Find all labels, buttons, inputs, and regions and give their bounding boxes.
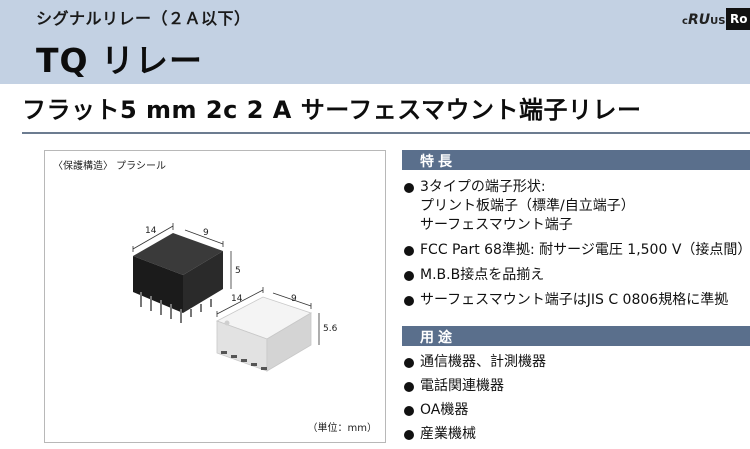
bullet-icon [404, 430, 414, 440]
use-label: 通信機器、計測機器 [420, 354, 546, 370]
features-heading: 特長 [420, 154, 456, 170]
use-label: OA機器 [420, 402, 469, 418]
use-item: 産業機械 [402, 425, 546, 444]
bullet-icon [404, 296, 414, 306]
bullet-icon [404, 246, 414, 256]
feature-item: サーフェスマウント端子はJIS C 0806規格に準拠 [402, 291, 750, 310]
white-relay-icon [216, 287, 320, 372]
features-heading-bar: 特長 [402, 150, 750, 170]
feature-line: サーフェスマウント端子 [420, 217, 573, 233]
relay-illustration: 14 9 5 14 9 [132, 223, 338, 372]
product-subtitle: フラット5 mm 2c 2 A サーフェスマウント端子リレー [22, 96, 642, 124]
ul-us-text: US [710, 16, 726, 27]
ul-c-text: c [682, 16, 688, 27]
feature-line: M.B.B接点を品揃え [420, 267, 545, 283]
subtitle-divider [22, 132, 750, 134]
ul-certification-icon: cRUUS [682, 12, 725, 28]
use-item: 通信機器、計測機器 [402, 353, 546, 372]
feature-line: プリント板端子（標準/自立端子） [420, 198, 635, 214]
white-width-label: 9 [291, 294, 297, 304]
bullet-icon [404, 358, 414, 368]
feature-item: FCC Part 68準拠: 耐サージ電圧 1,500 V（接点間） [402, 241, 750, 260]
black-height-label: 5 [235, 266, 241, 276]
use-item: 電話関連機器 [402, 377, 546, 396]
rohs-badge: Ro [726, 8, 750, 30]
features-list: 3タイプの端子形状: プリント板端子（標準/自立端子） サーフェスマウント端子 … [402, 178, 750, 316]
black-width-label: 9 [203, 228, 209, 238]
protection-caption: 〈保護構造〉 プラシール [53, 161, 166, 172]
page-title: TQ リレー [36, 41, 204, 80]
bullet-icon [404, 382, 414, 392]
feature-line: サーフェスマウント端子はJIS C 0806規格に準拠 [420, 292, 729, 308]
feature-item: M.B.B接点を品揃え [402, 266, 750, 285]
white-height-label: 5.6 [323, 324, 338, 334]
use-label: 産業機械 [420, 426, 476, 442]
bullet-icon [404, 183, 414, 193]
uses-list: 通信機器、計測機器 電話関連機器 OA機器 産業機械 [402, 353, 546, 449]
use-label: 電話関連機器 [420, 378, 504, 394]
ul-ru-mark: RU [687, 12, 711, 28]
feature-line: FCC Part 68準拠: 耐サージ電圧 1,500 V（接点間） [420, 242, 750, 258]
bullet-icon [404, 271, 414, 281]
uses-heading: 用途 [420, 330, 456, 346]
feature-item: 3タイプの端子形状: プリント板端子（標準/自立端子） サーフェスマウント端子 [402, 178, 750, 235]
use-item: OA機器 [402, 401, 546, 420]
product-image-box: 〈保護構造〉 プラシール [44, 150, 386, 443]
category-label: シグナルリレー（２Ａ以下） [36, 9, 251, 28]
black-length-label: 14 [145, 226, 157, 236]
page-header: シグナルリレー（２Ａ以下） TQ リレー cRUUS Ro [0, 0, 750, 84]
black-relay-icon [132, 223, 232, 323]
unit-note: （単位：mm） [307, 423, 377, 434]
bullet-icon [404, 406, 414, 416]
uses-heading-bar: 用途 [402, 326, 750, 346]
white-length-label: 14 [231, 294, 243, 304]
feature-line: 3タイプの端子形状: [420, 179, 546, 195]
